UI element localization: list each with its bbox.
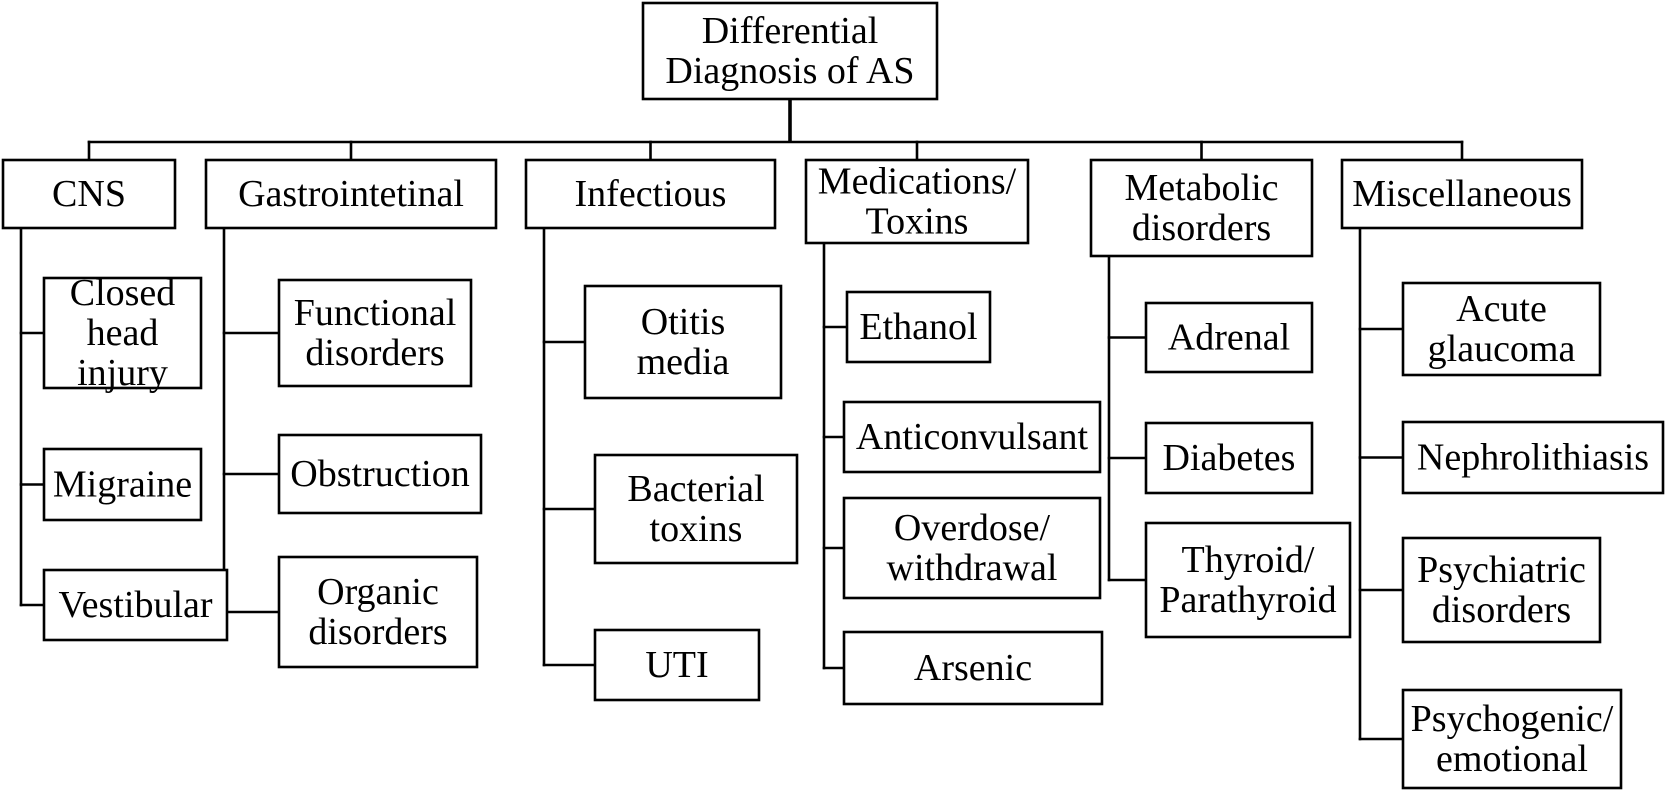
item-node-uti: UTI xyxy=(593,628,761,702)
item-node-arsenic: Arsenic xyxy=(842,630,1104,706)
root-node-label: Diagnosis of AS xyxy=(665,50,914,92)
item-node-functional-disorders-label: Functional xyxy=(294,292,457,334)
item-node-closed-head-injury-label: Closed xyxy=(70,272,176,314)
item-node-obstruction-box xyxy=(277,433,483,515)
category-node-miscellaneous-label: Miscellaneous xyxy=(1352,173,1572,215)
item-node-arsenic-box xyxy=(842,630,1104,706)
item-node-thyroid-parathyroid-label: Thyroid/ xyxy=(1182,539,1315,581)
item-node-psychiatric-disorders-box xyxy=(1401,536,1602,644)
category-node-infectious: Infectious xyxy=(524,158,777,230)
root-node-label: Differential xyxy=(702,10,879,52)
item-node-closed-head-injury-label: head xyxy=(87,312,159,354)
item-node-psychogenic-emotional-box xyxy=(1401,688,1623,790)
item-node-anticonvulsant-box xyxy=(842,400,1102,474)
item-node-migraine-box xyxy=(42,447,203,522)
item-node-overdose-withdrawal: Overdose/withdrawal xyxy=(842,496,1102,600)
category-node-miscellaneous: Miscellaneous xyxy=(1340,158,1584,230)
category-node-gastrointetinal-box xyxy=(204,158,498,230)
category-node-cns: CNS xyxy=(1,158,177,230)
item-node-diabetes: Diabetes xyxy=(1144,421,1314,495)
category-node-cns-label: CNS xyxy=(52,173,126,215)
item-node-adrenal-label: Adrenal xyxy=(1168,317,1290,359)
category-node-cns-box xyxy=(1,158,177,230)
item-node-uti-label: UTI xyxy=(645,644,708,686)
item-node-obstruction-label: Obstruction xyxy=(290,453,469,495)
item-node-psychogenic-emotional-label: Psychogenic/ xyxy=(1411,698,1614,740)
item-node-psychogenic-emotional-label: emotional xyxy=(1436,738,1588,780)
category-node-infectious-label: Infectious xyxy=(575,173,727,215)
item-node-closed-head-injury-label: injury xyxy=(77,352,168,394)
item-node-vestibular: Vestibular xyxy=(42,568,229,642)
item-node-diabetes-label: Diabetes xyxy=(1163,437,1296,479)
category-node-medications-toxins-box xyxy=(804,158,1030,245)
item-node-thyroid-parathyroid-box xyxy=(1144,521,1352,639)
item-node-nephrolithiasis-box xyxy=(1401,420,1665,495)
item-node-otitis-media-box xyxy=(583,284,783,400)
category-node-gastrointetinal: Gastrointetinal xyxy=(204,158,498,230)
item-node-bacterial-toxins-box xyxy=(593,453,799,565)
item-node-acute-glaucoma-label: Acute xyxy=(1456,288,1547,330)
item-node-migraine-label: Migraine xyxy=(53,464,192,506)
category-node-gastrointetinal-label: Gastrointetinal xyxy=(238,173,464,215)
category-node-metabolic-disorders-label: disorders xyxy=(1132,207,1271,249)
item-node-organic-disorders-label: disorders xyxy=(308,611,447,653)
item-node-overdose-withdrawal-box xyxy=(842,496,1102,600)
item-node-nephrolithiasis: Nephrolithiasis xyxy=(1401,420,1665,495)
item-node-ethanol-label: Ethanol xyxy=(859,306,977,348)
item-node-thyroid-parathyroid-label: Parathyroid xyxy=(1159,579,1336,621)
item-node-organic-disorders-label: Organic xyxy=(317,571,439,613)
item-node-functional-disorders-box xyxy=(277,278,473,388)
item-node-anticonvulsant-label: Anticonvulsant xyxy=(856,416,1089,458)
item-node-migraine: Migraine xyxy=(42,447,203,522)
category-node-medications-toxins-label: Toxins xyxy=(866,201,969,243)
category-node-metabolic-disorders-label: Metabolic xyxy=(1124,167,1278,209)
item-node-arsenic-label: Arsenic xyxy=(914,647,1032,689)
item-node-functional-disorders-label: disorders xyxy=(305,332,444,374)
item-node-acute-glaucoma-box xyxy=(1401,281,1602,377)
item-node-obstruction: Obstruction xyxy=(277,433,483,515)
item-node-otitis-media-label: Otitis xyxy=(641,301,725,343)
item-node-nephrolithiasis-label: Nephrolithiasis xyxy=(1417,437,1649,479)
item-node-uti-box xyxy=(593,628,761,702)
category-node-miscellaneous-box xyxy=(1340,158,1584,230)
item-node-ethanol-box xyxy=(845,290,992,364)
item-node-organic-disorders-box xyxy=(277,555,479,669)
item-node-psychogenic-emotional: Psychogenic/emotional xyxy=(1401,688,1623,790)
root-node-box xyxy=(641,1,939,101)
item-node-vestibular-label: Vestibular xyxy=(58,584,212,626)
item-node-vestibular-box xyxy=(42,568,229,642)
item-node-adrenal: Adrenal xyxy=(1144,301,1314,374)
item-node-otitis-media-label: media xyxy=(637,341,730,383)
item-node-acute-glaucoma-label: glaucoma xyxy=(1428,328,1576,370)
item-node-overdose-withdrawal-label: withdrawal xyxy=(887,547,1058,589)
item-node-thyroid-parathyroid: Thyroid/Parathyroid xyxy=(1144,521,1352,639)
item-node-bacterial-toxins-label: toxins xyxy=(650,508,743,550)
item-node-psychiatric-disorders-label: Psychiatric xyxy=(1417,549,1586,591)
item-node-closed-head-injury-box xyxy=(42,276,203,390)
item-node-overdose-withdrawal-label: Overdose/ xyxy=(894,507,1051,549)
item-node-psychiatric-disorders-label: disorders xyxy=(1432,589,1571,631)
item-node-anticonvulsant: Anticonvulsant xyxy=(842,400,1102,474)
category-node-metabolic-disorders-box xyxy=(1089,158,1314,258)
item-node-bacterial-toxins-label: Bacterial xyxy=(627,468,764,510)
item-node-adrenal-box xyxy=(1144,301,1314,374)
category-node-infectious-box xyxy=(524,158,777,230)
category-node-medications-toxins: Medications/Toxins xyxy=(804,158,1030,245)
item-node-ethanol: Ethanol xyxy=(845,290,992,364)
category-node-medications-toxins-label: Medications/ xyxy=(818,161,1017,203)
item-node-diabetes-box xyxy=(1144,421,1314,495)
